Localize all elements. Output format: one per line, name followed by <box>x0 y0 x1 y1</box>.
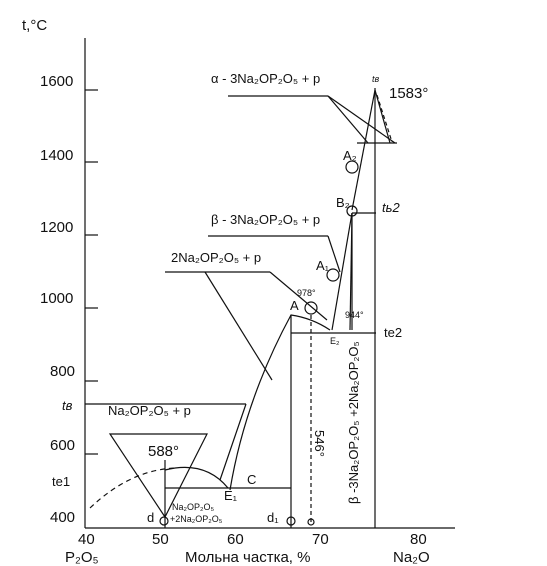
label-d: d <box>147 510 154 525</box>
label-tv-top: tв <box>372 74 380 84</box>
y-tick-label-400: 400 <box>50 509 75 526</box>
y-tick-label-1600: 1600 <box>40 73 73 90</box>
label-E2: E₂ <box>330 336 340 346</box>
label-A1: A₁ <box>316 258 330 273</box>
point-A <box>304 301 318 315</box>
x-axis-left-component: P₂O₅ <box>65 549 99 566</box>
x-axis-title: Мольна частка, % <box>185 549 310 566</box>
compound-tie-1 <box>204 271 273 381</box>
liquidus-compound <box>229 314 331 491</box>
temp-1583: 1583° <box>389 85 428 102</box>
x-tick-label-70: 70 <box>312 531 329 548</box>
point-A1 <box>326 268 340 282</box>
label-A: A <box>290 298 299 313</box>
alpha-tie-line-1 <box>327 95 369 144</box>
x-axis-right-component: Na₂O <box>393 549 430 566</box>
beta-vertical-label: β -3Na₂OP₂O₅ +2Na₂OP₂O₅ <box>346 341 361 504</box>
label-te1: tе1 <box>52 474 70 489</box>
label-E1: E₁ <box>224 488 238 503</box>
label-tb2: tь2 <box>382 200 400 215</box>
liquidus-beta <box>331 212 353 331</box>
compound-field-label: 2Na₂OP₂O₅ + p <box>171 250 261 265</box>
two-solid-label-line1: Na₂OP₂O₅ <box>172 502 214 512</box>
temp-944: 944° <box>345 310 364 320</box>
label-B2: B₂ <box>336 195 350 210</box>
point-d1 <box>286 516 296 526</box>
two-solid-label-line2: +2Na₂OP₂O₅ <box>170 514 223 524</box>
dashed-top <box>376 94 393 143</box>
y-tick-label-600: 600 <box>50 437 75 454</box>
label-d1: d₁ <box>267 510 279 525</box>
na2op2o5-field-label: Na₂OP₂O₅ + p <box>108 403 191 418</box>
na2op2o5-tie <box>219 403 247 481</box>
x-tick-label-80: 80 <box>410 531 427 548</box>
label-C: C <box>247 472 256 487</box>
alpha-field-label: α - 3Na₂OP₂O₅ + p <box>211 71 320 86</box>
beta-tie-line <box>327 235 341 273</box>
x-tick-label-50: 50 <box>152 531 169 548</box>
triangle-588 <box>108 433 208 519</box>
alpha-tie-line-2 <box>327 95 396 144</box>
y-tick-label-1200: 1200 <box>40 219 73 236</box>
dashed-liquidus-left <box>89 467 176 509</box>
temp-546: 546° <box>312 430 327 457</box>
y-axis-title: t,°C <box>22 17 47 34</box>
compound-tie-2 <box>269 271 328 321</box>
point-d2 <box>307 518 315 526</box>
temp-978: 978° <box>297 288 316 298</box>
label-tv-left: tв <box>62 398 73 413</box>
y-tick-label-1400: 1400 <box>40 147 73 164</box>
liquidus-top-right <box>374 89 391 144</box>
y-tick-label-1000: 1000 <box>40 290 73 307</box>
point-A2 <box>345 160 359 174</box>
y-tick-label-800: 800 <box>50 363 75 380</box>
x-tick-label-60: 60 <box>227 531 244 548</box>
label-te2: tе2 <box>384 325 402 340</box>
point-d <box>159 516 169 526</box>
temp-588: 588° <box>148 443 179 460</box>
liquidus-588 <box>164 466 229 489</box>
point-B2 <box>346 205 358 217</box>
label-A2: A₂ <box>343 148 357 163</box>
beta-field-label: β - 3Na₂OP₂O₅ + p <box>211 212 320 227</box>
liquidus-alpha-left <box>351 89 376 211</box>
x-tick-label-40: 40 <box>78 531 95 548</box>
